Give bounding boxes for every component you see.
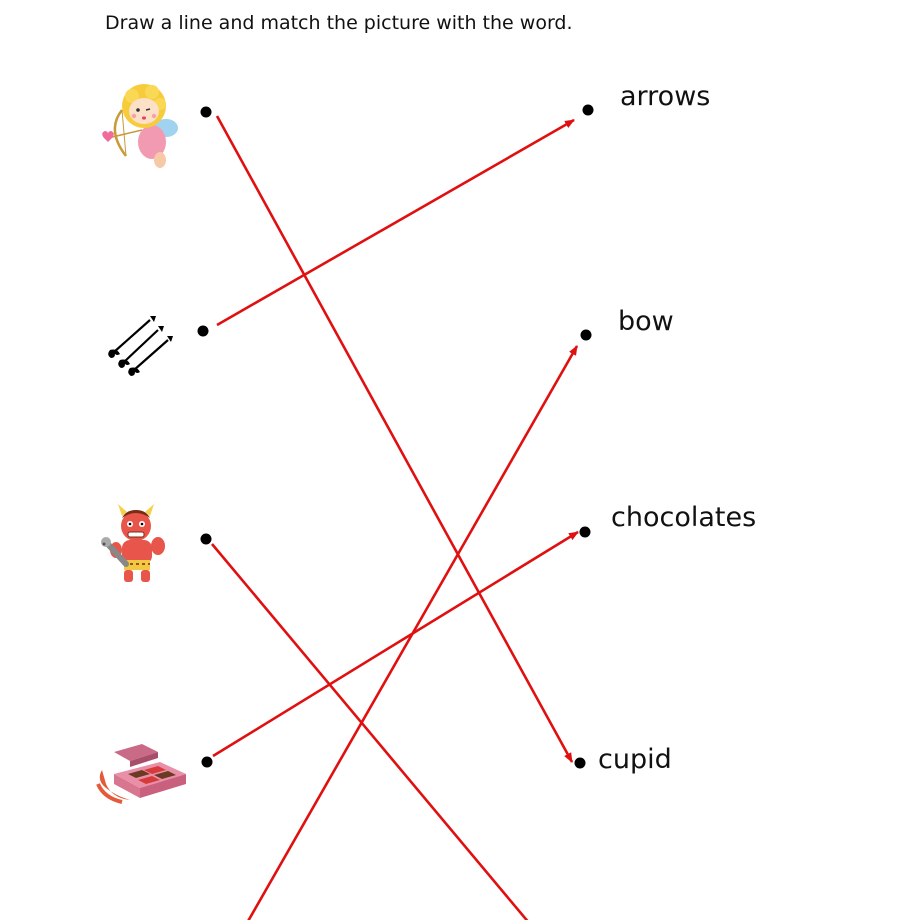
match-line-arrows-to-arrows (216, 118, 575, 327)
match-line-oni-offpage (211, 543, 529, 920)
arrows-icon (108, 316, 173, 376)
cupid-icon (102, 84, 178, 168)
chocolate-box-icon (96, 744, 186, 804)
word-bow: bow (618, 306, 674, 337)
picture-dot-oni[interactable] (200, 533, 212, 545)
red-oni-demon-icon (101, 504, 165, 582)
match-line-chocolates-to-chocolates (212, 530, 579, 758)
match-line-cupid-to-cupid (215, 115, 574, 763)
word-dot-arrows[interactable] (582, 104, 594, 116)
word-dot-bow[interactable] (580, 329, 592, 341)
word-chocolates: chocolates (611, 502, 757, 533)
picture-dot-cupid[interactable] (200, 106, 212, 118)
picture-dot-arrows[interactable] (197, 325, 209, 337)
word-dot-cupid[interactable] (574, 757, 586, 769)
picture-dot-chocolates[interactable] (201, 756, 213, 768)
instruction-text: Draw a line and match the picture with t… (105, 12, 573, 34)
word-cupid: cupid (598, 744, 672, 775)
match-line-offpage-to-bow (247, 345, 579, 920)
word-dot-chocolates[interactable] (579, 526, 591, 538)
word-arrows: arrows (620, 81, 711, 112)
